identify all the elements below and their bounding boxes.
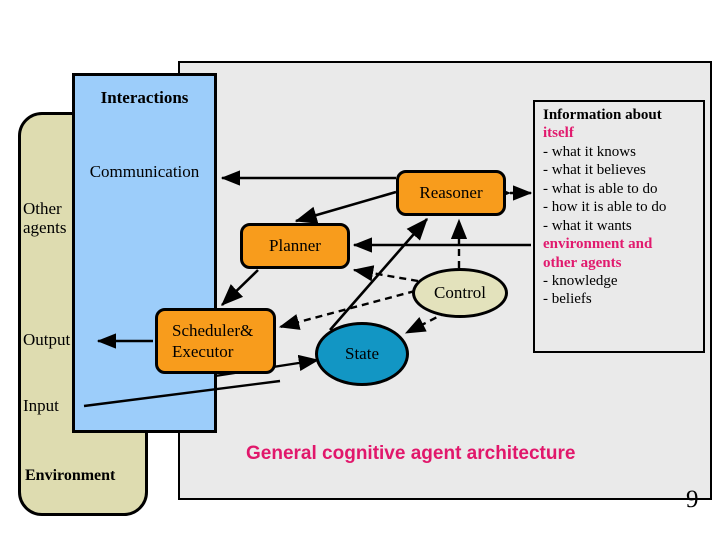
other-agents-label: Other agents xyxy=(23,199,67,238)
interactions-title: Interactions xyxy=(100,88,189,107)
info-self-item: - what it believes xyxy=(543,162,646,179)
module-scheduler-executor: Scheduler& Executor xyxy=(155,308,276,374)
module-reasoner: Reasoner xyxy=(396,170,506,216)
info-other-item: - knowledge xyxy=(543,272,618,289)
page-number: 9 xyxy=(686,486,699,513)
interactions-panel xyxy=(72,73,217,433)
info-heading-black: Information about xyxy=(543,107,662,123)
output-label: Output xyxy=(23,330,71,349)
module-planner: Planner xyxy=(240,223,350,269)
communication-label: Communication xyxy=(89,162,200,181)
environment-label: Environment xyxy=(25,467,116,484)
module-control: Control xyxy=(412,268,508,318)
slide-caption: General cognitive agent architecture xyxy=(246,443,576,464)
information-box: Information about itself - what it knows… xyxy=(533,100,705,353)
info-self-item: - what it knows xyxy=(543,143,636,160)
info-other-item: - beliefs xyxy=(543,291,592,308)
info-heading-pink: itself xyxy=(543,125,574,142)
info-self-item: - what is able to do xyxy=(543,180,658,197)
info-self-item: - how it is able to do xyxy=(543,199,667,216)
info-section-pink: environment and other agents xyxy=(543,236,653,271)
module-state: State xyxy=(315,322,409,386)
input-label: Input xyxy=(23,396,59,415)
info-self-item: - what it wants xyxy=(543,217,632,234)
